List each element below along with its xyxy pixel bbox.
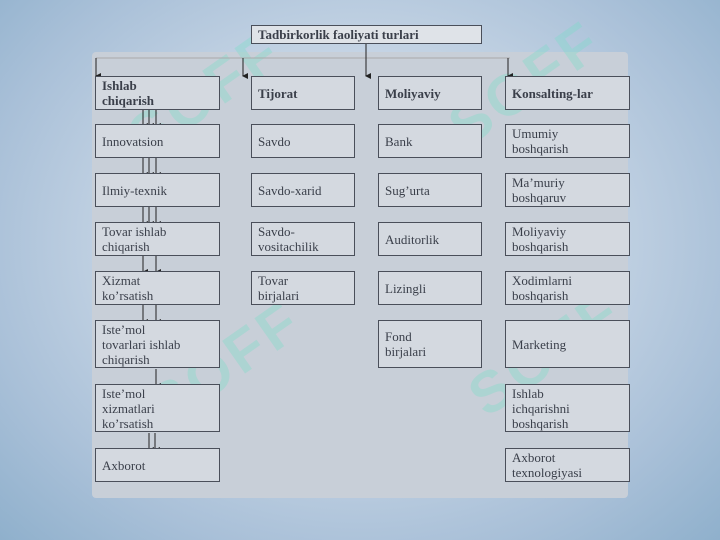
- category-box: Savdo: [251, 124, 355, 158]
- category-box: Tovar ishlab chiqarish: [95, 222, 220, 256]
- category-box: Savdo-xarid: [251, 173, 355, 207]
- diagram-title: Tadbirkorlik faoliyati turlari: [251, 25, 482, 44]
- column-header: Konsalting-lar: [505, 76, 630, 110]
- category-box: Xizmat ko’rsatish: [95, 271, 220, 305]
- category-box: Moliyaviy boshqarish: [505, 222, 630, 256]
- category-box: Marketing: [505, 320, 630, 368]
- category-box: Bank: [378, 124, 482, 158]
- column-header: Tijorat: [251, 76, 355, 110]
- category-box: Umumiy boshqarish: [505, 124, 630, 158]
- category-box: Auditorlik: [378, 222, 482, 256]
- category-box: Iste’mol tovarlari ishlab chiqarish: [95, 320, 220, 368]
- category-box: Sug’urta: [378, 173, 482, 207]
- category-box: Tovar birjalari: [251, 271, 355, 305]
- category-box: Innovatsion: [95, 124, 220, 158]
- category-box: Axborot texnologiyasi: [505, 448, 630, 482]
- column-header: Ishlab chiqarish: [95, 76, 220, 110]
- column-header: Moliyaviy: [378, 76, 482, 110]
- category-box: Ma’muriy boshqaruv: [505, 173, 630, 207]
- category-box: Fond birjalari: [378, 320, 482, 368]
- category-box: Savdo- vositachilik: [251, 222, 355, 256]
- category-box: Lizingli: [378, 271, 482, 305]
- category-box: Axborot: [95, 448, 220, 482]
- category-box: Xodimlarni boshqarish: [505, 271, 630, 305]
- category-box: Ilmiy-texnik: [95, 173, 220, 207]
- category-box: Iste’mol xizmatlari ko’rsatish: [95, 384, 220, 432]
- category-box: Ishlab ichqarishni boshqarish: [505, 384, 630, 432]
